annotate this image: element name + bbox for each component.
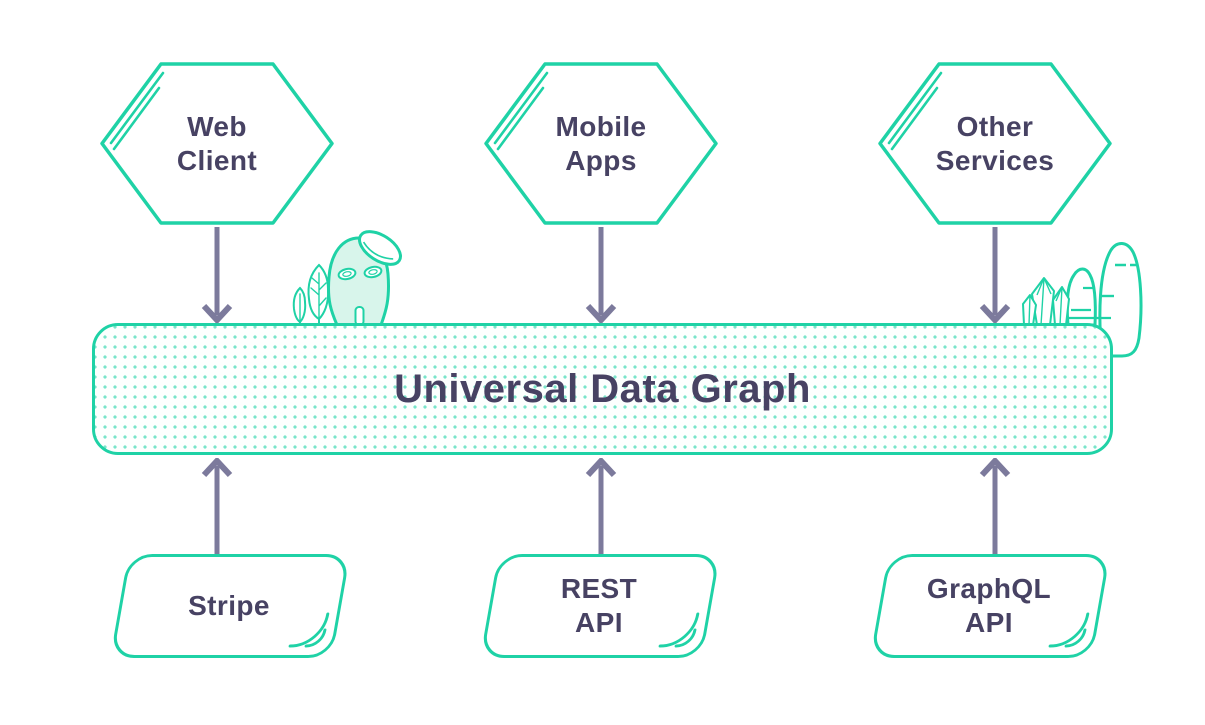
node-label: REST API [560,573,638,638]
node-universal-data-graph: Universal Data Graph [92,323,1113,455]
arrow-mobile-apps-down [585,227,617,323]
diagram-title: Universal Data Graph [394,366,811,411]
hexagon-shape [878,62,1112,225]
node-label: Mobile Apps [555,110,647,176]
pill-shape [870,554,1111,658]
hills-icon [1065,242,1143,358]
hexagon-shape [484,62,718,225]
node-label: Stripe [188,590,270,622]
pill-shape [110,554,351,658]
arrow-graphql-api-up [979,458,1011,554]
node-other-services: Other Services [878,62,1112,225]
node-label: GraphQL API [926,573,1052,638]
node-label: Other Services [935,110,1055,176]
plants-icon [292,263,330,325]
corner-accent-icon [288,612,330,648]
node-rest-api: REST API [480,554,721,658]
arrow-other-services-down [979,227,1011,323]
corner-accent-icon [658,612,700,648]
pill-shape [480,554,721,658]
hexagon-shape [100,62,334,225]
corner-accent-icon [1048,612,1090,648]
arrow-web-client-down [201,227,233,323]
node-web-client: Web Client [100,62,334,225]
arrow-rest-api-up [585,458,617,554]
arrow-stripe-up [201,458,233,554]
crystals-icon [1022,242,1143,358]
node-mobile-apps: Mobile Apps [484,62,718,225]
node-stripe: Stripe [110,554,351,658]
mascot-icon [292,230,402,325]
node-graphql-api: GraphQL API [870,554,1111,658]
node-label: Web Client [176,110,258,176]
